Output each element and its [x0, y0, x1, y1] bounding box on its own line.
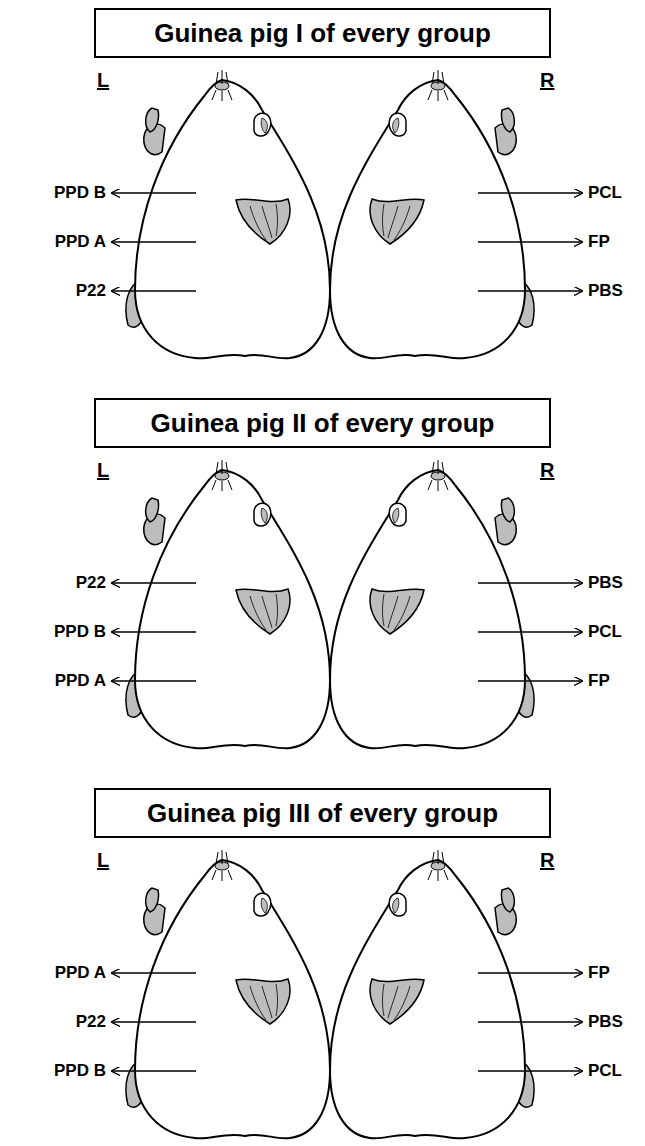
- injection-leader: [478, 582, 582, 584]
- side-label: L: [97, 849, 109, 871]
- injection-leader: [478, 290, 582, 292]
- side-label: R: [540, 849, 554, 871]
- injection-leader: [478, 972, 582, 974]
- injection-leader: [112, 290, 196, 292]
- injection-site-label: PBS: [588, 1013, 623, 1032]
- injection-site-label: P22: [76, 282, 106, 301]
- guinea-pig-right: [330, 460, 534, 748]
- injection-site-label: P22: [76, 574, 106, 593]
- injection-leader: [112, 972, 196, 974]
- side-label: R: [540, 69, 554, 91]
- injection-leader: [478, 1021, 582, 1023]
- injection-site-label: PCL: [588, 184, 622, 203]
- injection-site-label: FP: [588, 233, 610, 252]
- injection-site-label: PPD B: [54, 184, 106, 203]
- injection-site-label: PCL: [588, 623, 622, 642]
- injection-site-label: PPD A: [55, 233, 106, 252]
- injection-site-label: FP: [588, 672, 610, 691]
- injection-leader: [112, 192, 196, 194]
- title-text: Guinea pig I of every group: [154, 18, 491, 49]
- injection-leader: [478, 1070, 582, 1072]
- title-box: Guinea pig II of every group: [94, 398, 551, 448]
- injection-leader: [112, 582, 196, 584]
- title-box: Guinea pig III of every group: [94, 788, 551, 838]
- injection-leader: [112, 680, 196, 682]
- injection-leader: [478, 241, 582, 243]
- injection-leader: [478, 192, 582, 194]
- injection-site-label: PPD A: [55, 964, 106, 983]
- side-label: L: [97, 459, 109, 481]
- injection-leader: [112, 631, 196, 633]
- side-label: L: [97, 69, 109, 91]
- guinea-pig-right: [330, 70, 534, 358]
- injection-leader: [112, 1021, 196, 1023]
- guinea-pig-right: [330, 850, 534, 1138]
- injection-site-label: P22: [76, 1013, 106, 1032]
- guinea-pig-left: [126, 70, 330, 358]
- injection-site-label: PBS: [588, 282, 623, 301]
- guinea-pig-left: [126, 460, 330, 748]
- side-label: R: [540, 459, 554, 481]
- injection-site-label: PBS: [588, 574, 623, 593]
- injection-site-label: PPD B: [54, 1062, 106, 1081]
- injection-site-label: PCL: [588, 1062, 622, 1081]
- injection-site-label: PPD A: [55, 672, 106, 691]
- title-box: Guinea pig I of every group: [94, 8, 551, 58]
- injection-site-label: FP: [588, 964, 610, 983]
- guinea-pig-left: [126, 850, 330, 1138]
- injection-site-label: PPD B: [54, 623, 106, 642]
- title-text: Guinea pig II of every group: [151, 408, 495, 439]
- title-text: Guinea pig III of every group: [147, 798, 498, 829]
- injection-leader: [112, 1070, 196, 1072]
- injection-leader: [478, 680, 582, 682]
- injection-leader: [478, 631, 582, 633]
- injection-leader: [112, 241, 196, 243]
